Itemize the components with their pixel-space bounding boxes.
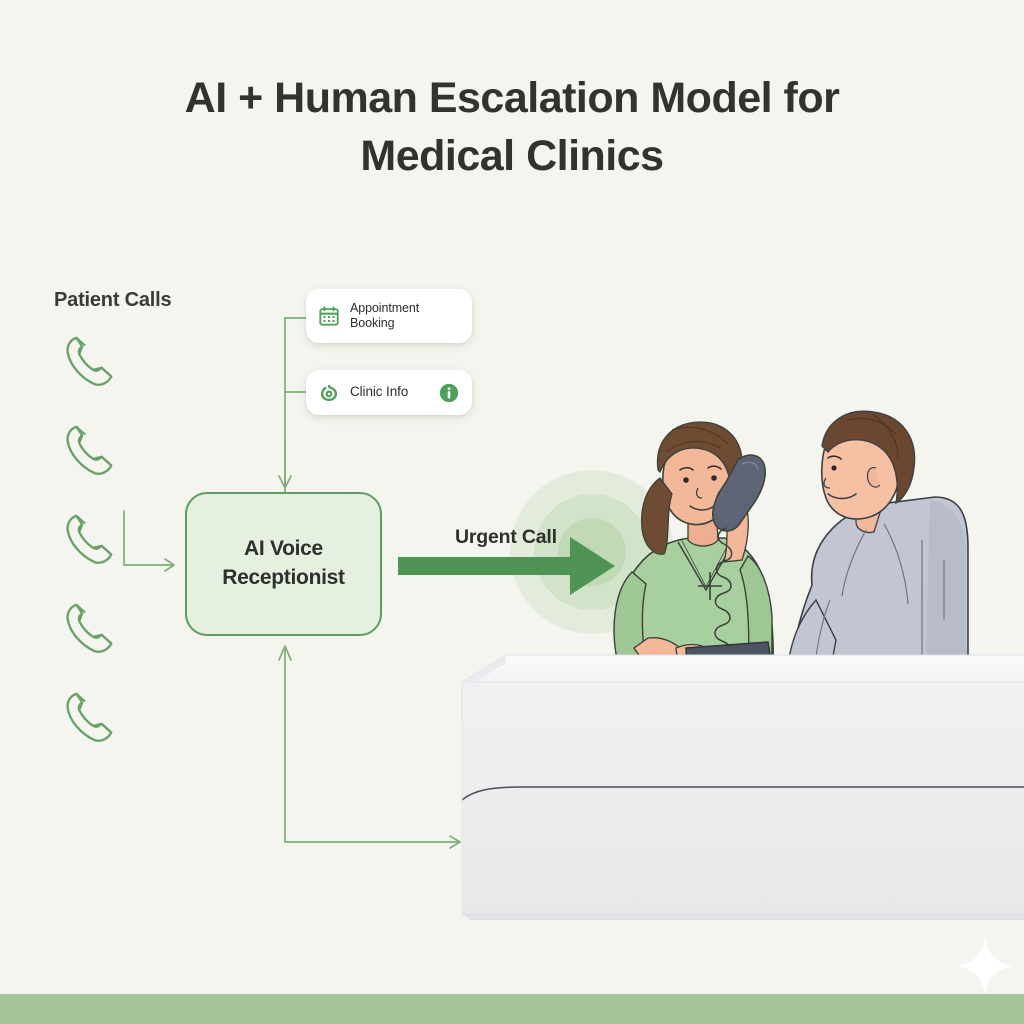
reception-desk: [460, 654, 1024, 920]
phone-call-icon-1: [66, 336, 113, 386]
phone-call-icon-3: [66, 514, 113, 564]
urgent-call-arrow: [398, 537, 615, 595]
phone-call-icon-2: [66, 425, 113, 475]
patient-calls-label: Patient Calls: [54, 289, 172, 311]
phone-call-icon-5: [66, 692, 113, 742]
connector-calls-to-ai: [123, 510, 175, 572]
clinic-reception-illustration: [460, 410, 1024, 920]
connector-feedback-loop: [278, 645, 461, 849]
bottom-accent-bar: [0, 994, 1024, 1024]
sparkle-decoration: [957, 936, 1013, 996]
clinic-shape-icon: [320, 384, 338, 401]
card-appointment-booking-label: Appointment Booking: [350, 300, 420, 330]
phone-call-icon-4: [66, 603, 113, 653]
card-appointment-booking[interactable]: Appointment Booking: [306, 289, 472, 343]
card-clinic-info-label: Clinic Info: [350, 384, 409, 400]
card-clinic-info[interactable]: Clinic Info: [306, 370, 472, 415]
info-icon[interactable]: [438, 382, 460, 404]
node-ai-voice-receptionist[interactable]: AI Voice Receptionist: [185, 492, 382, 636]
urgent-call-label: Urgent Call: [455, 526, 557, 548]
node-ai-voice-receptionist-label: AI Voice Receptionist: [222, 537, 345, 589]
phone-calls-stack: [58, 330, 148, 775]
calendar-icon: [319, 306, 339, 326]
page-title: AI + Human Escalation Model for Medical …: [184, 74, 840, 180]
